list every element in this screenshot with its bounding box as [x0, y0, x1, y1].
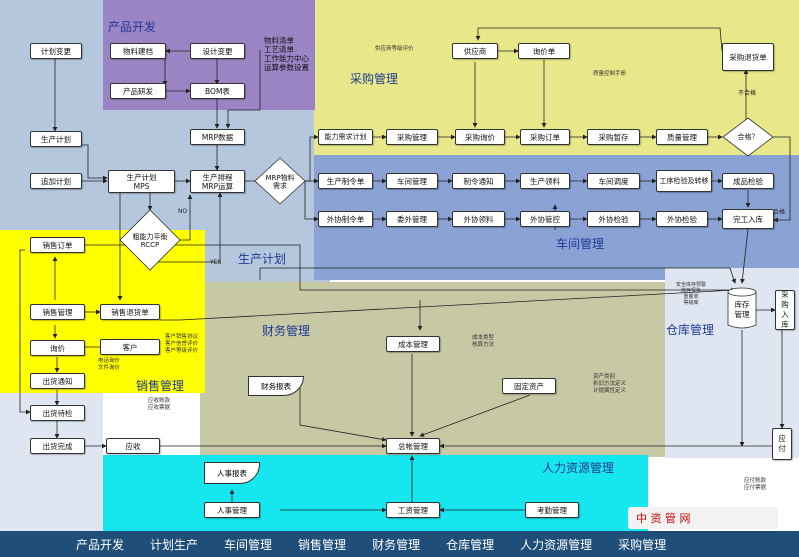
node-fixed-asset: 固定资产	[502, 378, 556, 394]
note-mrp-list: 物料清单 工艺清单 工作能力中心 运算参数设置	[264, 36, 309, 72]
node-purchase-inquiry: 采购询价	[455, 129, 505, 145]
node-add-plan: 追加计划	[30, 173, 82, 189]
node-product-rd: 产品研发	[110, 83, 166, 99]
region-title-product-dev: 产品开发	[108, 20, 157, 34]
diamond-mrp-material	[254, 157, 306, 205]
node-out-order: 外协制令单	[318, 211, 373, 227]
node-schedule: 生产排程 MRP运算	[190, 170, 245, 193]
region-title-finance: 财务管理	[262, 324, 311, 338]
node-ship-done: 出货完成	[30, 438, 85, 454]
node-prod-plan: 生产计划	[30, 131, 82, 147]
node-out-check-1: 外协检验	[587, 211, 640, 227]
node-plan-change: 计划变更	[30, 43, 82, 59]
region-title-workshop: 车间管理	[556, 237, 605, 251]
node-hr-mgmt: 人事管理	[204, 502, 260, 518]
node-purchase-hold: 采购暂存	[587, 129, 640, 145]
region-title-purchase: 采购管理	[350, 72, 399, 86]
region-title-warehouse: 仓库管理	[666, 323, 715, 337]
node-sales-mgmt: 销售管理	[30, 304, 85, 320]
label-yes: YES	[210, 259, 222, 266]
footer-item-purchase[interactable]: 采购管理	[618, 537, 667, 552]
note-asset-type: 资产类别 折旧方法定义 计提属性定义	[593, 374, 627, 394]
node-sales-order: 销售订单	[30, 237, 85, 253]
footer-item-hr[interactable]: 人力资源管理	[520, 537, 593, 552]
region-hr	[103, 455, 648, 531]
node-capacity-plan: 能力需求计划	[318, 129, 373, 145]
node-product-check: 成品检验	[722, 173, 774, 189]
node-process-check: 工序检验及转移	[656, 170, 712, 192]
node-make-notice: 制令通知	[452, 173, 505, 189]
label-fail: 不合格	[738, 90, 757, 97]
node-material-build: 物料建档	[110, 43, 166, 59]
node-quote: 询价	[30, 340, 85, 356]
node-cost-mgmt: 成本管理	[386, 336, 440, 352]
node-payroll: 工资管理	[386, 502, 440, 518]
node-attendance: 考勤管理	[525, 502, 579, 518]
region-title-hr: 人力资源管理	[542, 461, 615, 475]
node-purchase-order: 采购订单	[520, 129, 570, 145]
note-receive-bill: 应收账款 应收票据	[148, 398, 171, 411]
label-no: NO	[178, 208, 188, 215]
node-ship-check: 出货待检	[30, 405, 85, 421]
node-purchase-mgmt: 采购管理	[386, 129, 438, 145]
node-ws-mgmt: 车间管理	[386, 173, 438, 189]
note-cost-type: 成本类型 核算方法	[472, 335, 495, 348]
region-title-sales: 销售管理	[136, 379, 185, 393]
node-payable-label: 应付	[778, 434, 786, 453]
node-out-pick: 外协领料	[452, 211, 505, 227]
node-prod-pick: 生产领料	[520, 173, 570, 189]
footer-item-warehouse[interactable]: 仓库管理	[446, 537, 495, 552]
footer-item-sales[interactable]: 销售管理	[298, 537, 347, 552]
note-stock-info: 安全库存预警 库存报告 重量单 等级库	[676, 282, 707, 306]
footer-item-finance[interactable]: 财务管理	[372, 537, 421, 552]
node-qualified: 合格？	[737, 133, 759, 141]
node-bom: BOM表	[190, 83, 245, 99]
node-ship-notice: 出货通知	[30, 373, 85, 389]
node-purchase-in: 采购入库	[775, 290, 795, 330]
node-ws-dispatch: 车间调度	[587, 173, 640, 189]
node-purchase-in-label: 采购入库	[781, 290, 789, 329]
note-phone-inquiry: 电话询价 文件询价	[98, 358, 121, 371]
node-ledger: 总帐管理	[386, 438, 440, 454]
footer-item-product-dev[interactable]: 产品开发	[76, 537, 125, 552]
node-stock-mgmt: 库存 管理	[734, 300, 750, 319]
node-rccp: 粗能力平衡 RCCP	[132, 233, 168, 249]
node-purchase-return: 采购退货单	[722, 43, 774, 71]
node-mrp-data: MRP数据	[190, 129, 245, 145]
node-mrp-material: MRP物料 需求	[265, 174, 295, 190]
footer-module-bar: 产品开发 计划生产 车间管理 销售管理 财务管理 仓库管理 人力资源管理 采购管…	[0, 531, 799, 557]
note-customer-info: 客户销售协议 客户信誉评价 客户等级评价	[165, 334, 199, 354]
node-out-mgmt: 委外管理	[386, 211, 438, 227]
note-quality-ctrl: 质量控制手册	[593, 71, 627, 77]
label-pass: 合格	[773, 209, 786, 216]
node-quality-mgmt: 质量管理	[656, 129, 708, 145]
note-supplier-eval: 供应商等级评价	[375, 46, 414, 52]
node-inquiry-sheet: 询价单	[518, 43, 570, 59]
node-sales-return: 销售退货单	[100, 304, 160, 320]
node-customer: 客户	[100, 339, 160, 355]
node-mps: 生产计划 MPS	[108, 170, 175, 193]
node-finish-in: 完工入库	[722, 209, 774, 229]
diamond-qualified	[722, 117, 774, 157]
node-prod-order: 生产制令单	[318, 173, 373, 189]
watermark-text: 中 资 管 网	[636, 512, 691, 525]
note-pay-bill: 应付账款 应付票据	[744, 478, 767, 491]
node-payable: 应付	[772, 428, 792, 460]
node-supplier: 供应商	[452, 43, 498, 59]
diamond-rccp	[119, 209, 181, 271]
node-out-check-2: 外协检验	[656, 211, 708, 227]
footer-item-plan-production[interactable]: 计划生产	[150, 537, 199, 552]
watermark-logo: 中 资 管 网	[628, 507, 778, 529]
node-design-change: 设计变更	[190, 43, 245, 59]
footer-item-workshop[interactable]: 车间管理	[224, 537, 273, 552]
node-receivable: 应收	[106, 438, 160, 454]
region-title-production-plan: 生产计划	[238, 252, 287, 266]
node-hr-report: 人事报表	[204, 462, 260, 484]
node-out-control: 外协管控	[520, 211, 570, 227]
